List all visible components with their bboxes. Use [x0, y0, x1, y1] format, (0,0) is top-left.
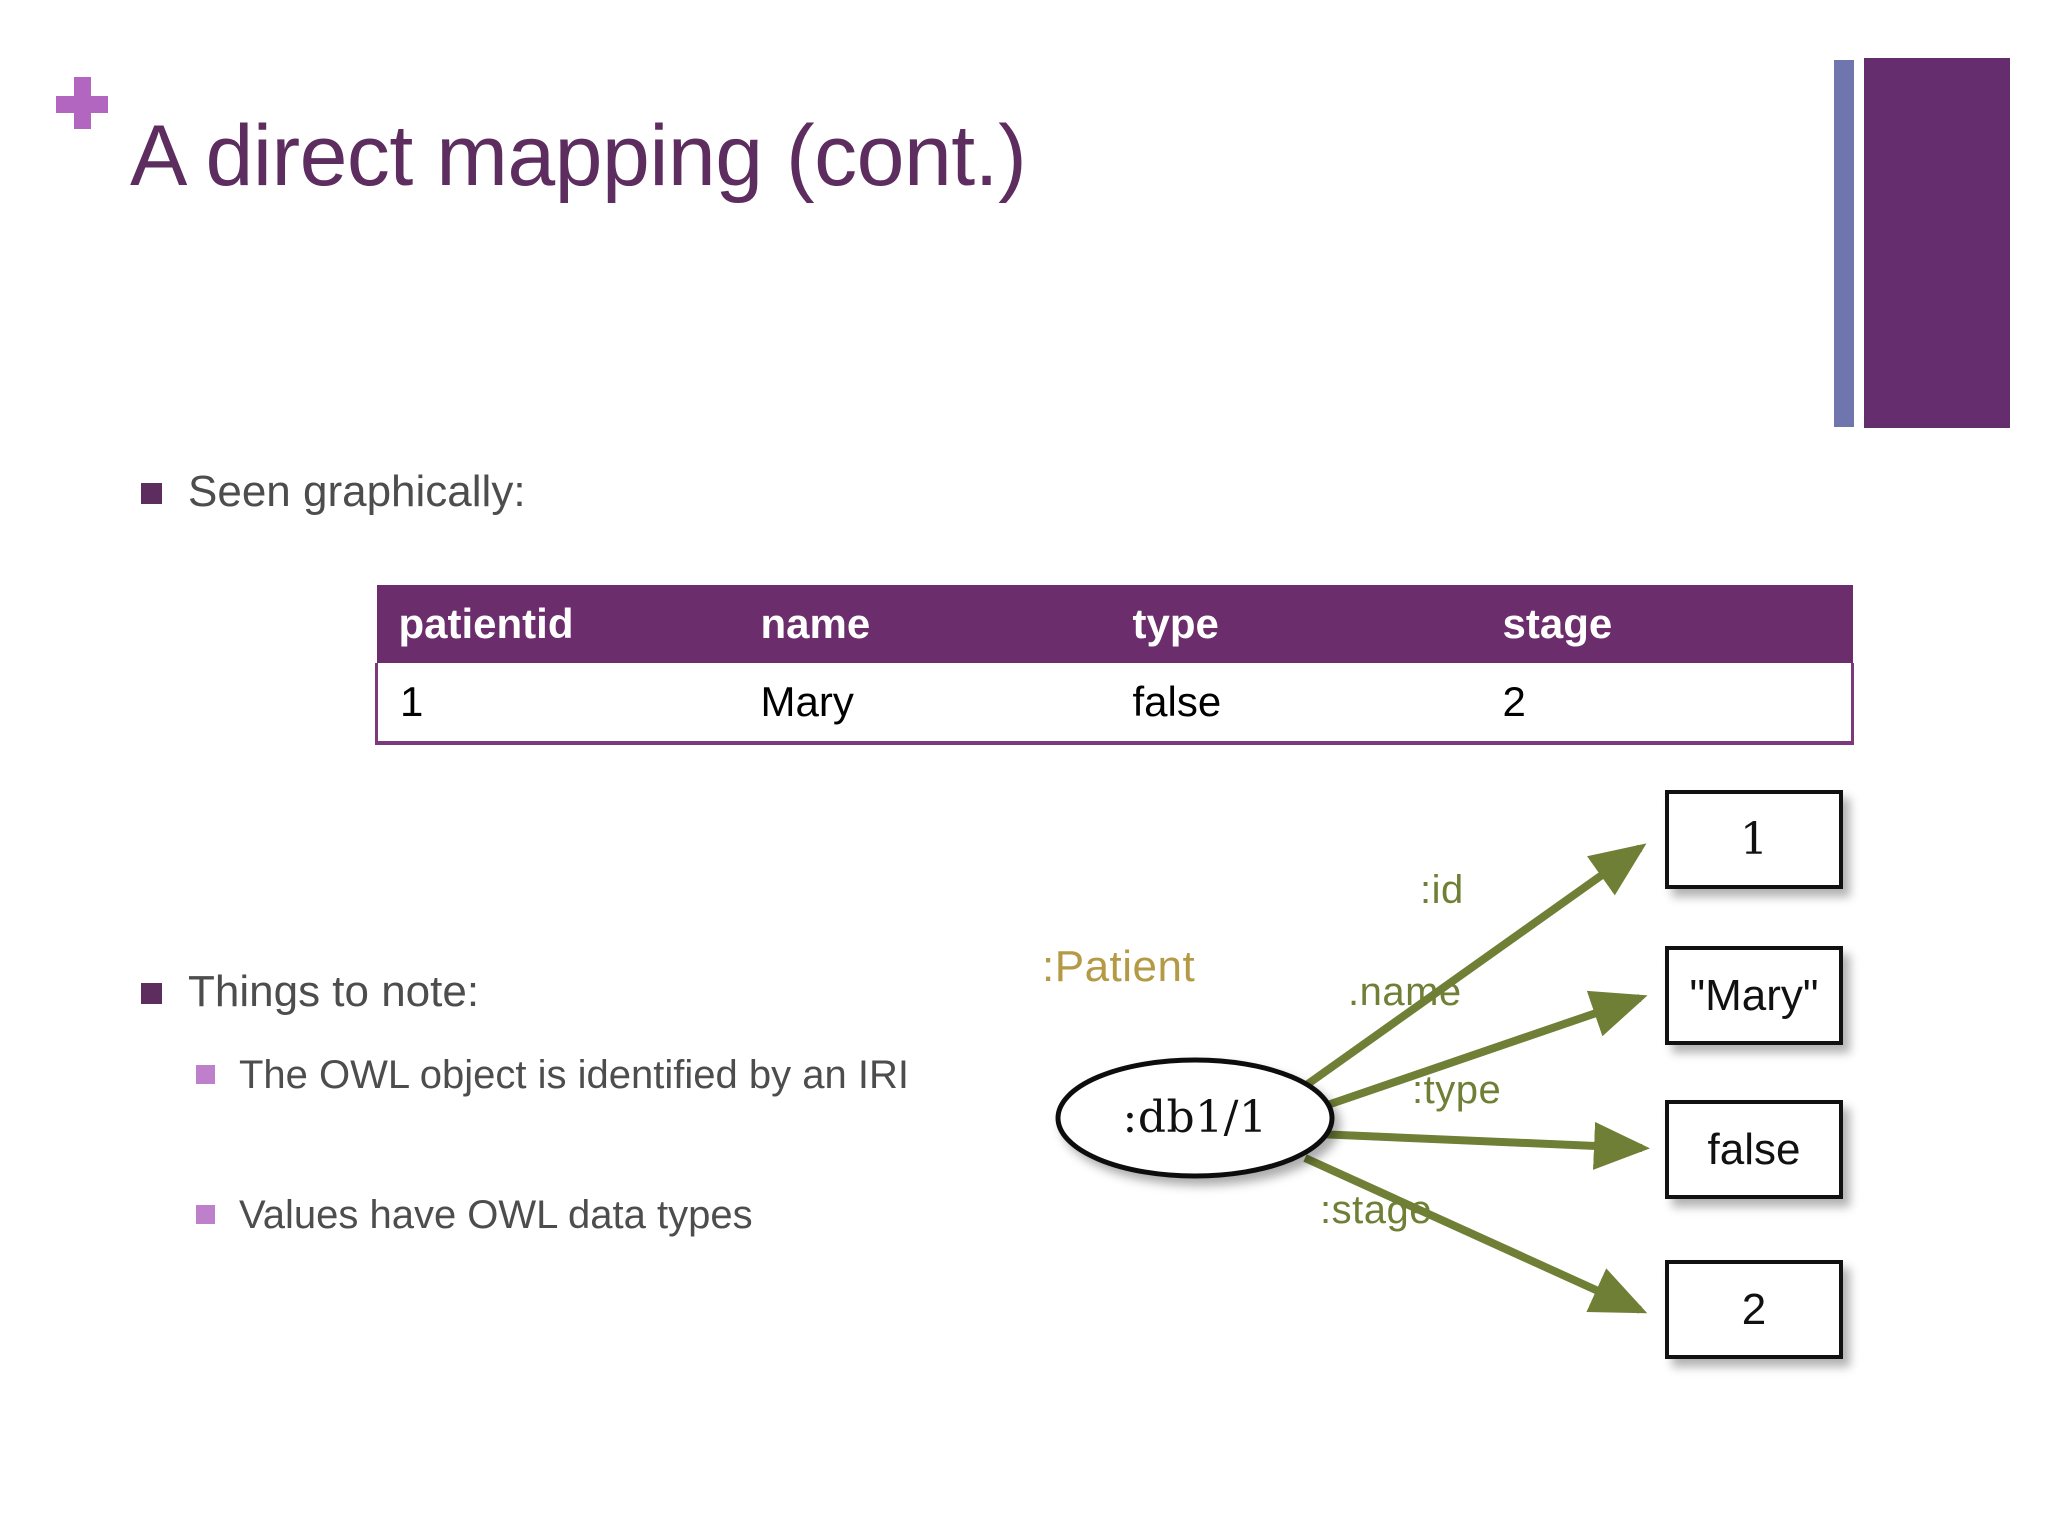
table-cell-patientid: 1	[375, 663, 739, 745]
bullet-seen-graphically: Seen graphically:	[141, 465, 526, 519]
table-cell-stage: 2	[1480, 663, 1854, 745]
bullet-marker-square	[141, 483, 162, 504]
subject-node-ellipse	[1055, 1057, 1335, 1179]
page-title: A direct mapping (cont.)	[130, 108, 1027, 204]
table-column-header-type: type	[1132, 600, 1219, 647]
edge-label-name: .name	[1348, 970, 1462, 1014]
rdf-edges	[1302, 843, 1650, 1314]
bullet-label: Seen graphically:	[188, 467, 526, 516]
edge-label-id: :id	[1420, 868, 1464, 912]
table-column-header-patientid: patientid	[398, 600, 574, 647]
rdf-graph-svg	[1055, 843, 1650, 1314]
decoration-bar-thin	[1834, 60, 1854, 427]
value-box-type: false	[1665, 1100, 1843, 1199]
table-column-header-name: name	[760, 600, 871, 647]
patient-table: patientid name type stage 1 Mary false 2	[375, 585, 1854, 745]
decoration-bar-thick	[1864, 58, 2010, 428]
plus-icon-vertical-bar	[74, 77, 91, 129]
table-row: 1 Mary false 2	[375, 663, 1854, 745]
value-box-name: "Mary"	[1665, 946, 1843, 1045]
rdf-graph-diagram: :Patient :db1/1 :id .name :type :stage 1…	[1020, 770, 2030, 1390]
bullet-marker-square	[196, 1065, 215, 1084]
bullet-things-to-note: Things to note:	[141, 965, 479, 1019]
value-box-id: 1	[1665, 790, 1843, 889]
edge-label-type: :type	[1412, 1068, 1502, 1112]
edge-arrow-type	[1316, 1121, 1650, 1170]
table-header-row: patientid name type stage	[376, 585, 1853, 663]
bullet-label: Things to note:	[188, 967, 480, 1016]
plus-icon	[56, 77, 108, 129]
edge-label-stage: :stage	[1320, 1188, 1432, 1232]
bullet-marker-square	[196, 1205, 215, 1224]
edge-arrow-id	[1302, 843, 1647, 1090]
rdf-class-label: :Patient	[1042, 942, 1196, 991]
bullet-owl-object-iri: The OWL object is identified by an IRI	[196, 1050, 926, 1101]
edge-arrow-name	[1311, 990, 1648, 1114]
bullet-label: The OWL object is identified by an IRI	[239, 1053, 909, 1097]
subject-node-label: :db1/1	[1122, 1092, 1268, 1143]
table-header: patientid name type stage	[376, 585, 1853, 663]
table-cell-type: false	[1110, 663, 1481, 745]
value-box-stage: 2	[1665, 1260, 1843, 1359]
bullet-values-data-types: Values have OWL data types	[196, 1190, 956, 1241]
table-body: 1 Mary false 2	[375, 663, 1854, 745]
bullet-marker-square	[141, 983, 162, 1004]
table-column-header-stage: stage	[1502, 600, 1613, 647]
table-cell-name: Mary	[738, 663, 1111, 745]
edge-arrow-stage	[1303, 1154, 1648, 1314]
bullet-label: Values have OWL data types	[239, 1193, 753, 1237]
